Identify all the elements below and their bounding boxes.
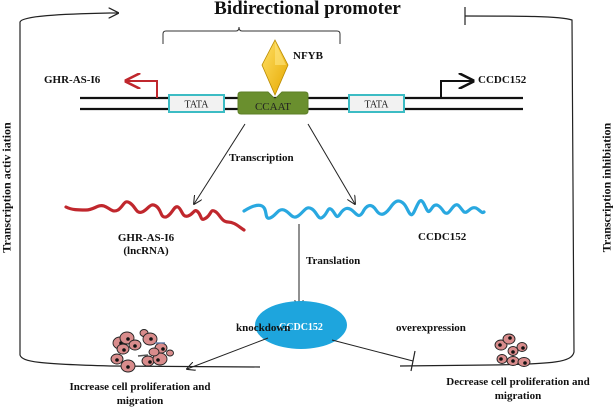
proliferating-cell xyxy=(152,352,168,366)
transcription-arrow-left xyxy=(194,123,246,204)
overexpression-inhibition-line xyxy=(331,339,414,362)
transcription-activation-label: Transcription activ iation xyxy=(0,122,14,253)
ccdc152-protein-ellipse xyxy=(255,301,347,349)
tata-box-left: TATA xyxy=(168,94,225,113)
tata-box-right: TATA xyxy=(348,94,405,113)
proliferating-cell-nucleus xyxy=(133,344,137,348)
ccdc152-protein-label: CCDC152 xyxy=(279,322,323,333)
overexpression-label: overexpression xyxy=(396,322,466,334)
knockdown-arrow xyxy=(187,337,269,369)
transcription-arrow-right xyxy=(307,123,355,204)
mrna-tss-arrow xyxy=(440,81,473,98)
lncrna-type-label: (lncRNA) xyxy=(123,245,169,257)
lncrna-gene-label: GHR-AS-I6 xyxy=(44,74,101,86)
reduced-cell-nucleus xyxy=(521,346,525,350)
ccaat-box-label: CCAAT xyxy=(255,101,291,113)
nfyb-label: NFYB xyxy=(293,50,323,62)
lncrna-tss-arrow xyxy=(126,81,158,98)
lncrna-name-label: GHR-AS-I6 xyxy=(117,232,175,244)
overexpression-effect-line2: migration xyxy=(494,390,542,402)
proliferating-cell-nucleus xyxy=(126,365,130,369)
knockdown-label: knockdown xyxy=(236,322,291,334)
reduced-cells-cluster-icon xyxy=(494,333,531,367)
promoter-bracket xyxy=(162,26,341,44)
proliferating-cell-nucleus xyxy=(126,337,130,341)
lncrna-squiggle xyxy=(64,200,246,232)
proliferating-cell-nucleus xyxy=(156,358,160,362)
overexpression-effect-line1: Decrease cell proliferation and xyxy=(446,376,590,388)
mrna-squiggle xyxy=(242,199,486,220)
reduced-cell-nucleus xyxy=(498,343,502,347)
ccaat-box: CCAAT xyxy=(237,91,309,115)
proliferating-cell-nucleus xyxy=(148,360,152,364)
proliferating-cell xyxy=(166,349,174,357)
tata-box-right-label: TATA xyxy=(365,100,390,111)
translation-label: Translation xyxy=(306,255,361,267)
transcription-label: Transcription xyxy=(229,152,294,164)
cell-junction xyxy=(137,354,149,357)
proliferating-cell-nucleus xyxy=(149,337,153,341)
proliferating-cell-nucleus xyxy=(161,347,165,351)
knockdown-effect-line2: migration xyxy=(116,395,164,407)
activation-loop-line xyxy=(19,12,261,368)
nfyb-diamond-highlight xyxy=(275,42,286,65)
overexpression-inhibition-bar xyxy=(410,350,416,372)
mrna-gene-label: CCDC152 xyxy=(478,74,527,86)
knockdown-effect-line1: Increase cell proliferation and xyxy=(69,381,211,393)
reduced-cell-nucleus xyxy=(499,357,503,361)
proliferating-cell-nucleus xyxy=(122,348,126,352)
inhibition-loop-line xyxy=(399,15,575,367)
proliferating-cell xyxy=(148,347,160,357)
reduced-cell-nucleus xyxy=(523,361,527,365)
proliferating-cell-nucleus xyxy=(115,358,119,362)
tata-box-left-label: TATA xyxy=(185,100,210,111)
reduced-cell-nucleus xyxy=(511,350,515,354)
mrna-name-label: CCDC152 xyxy=(418,231,467,243)
proliferating-cells-cluster-icon xyxy=(110,329,174,373)
reduced-cell-nucleus xyxy=(508,336,512,340)
proliferating-cell xyxy=(141,355,155,367)
transcription-inhibition-label: Transcription inhibiation xyxy=(599,122,614,253)
reduced-cell-nucleus xyxy=(511,359,515,363)
nfyb-diamond-icon xyxy=(261,39,289,97)
diagram-title: Bidirectional promoter xyxy=(214,0,401,19)
